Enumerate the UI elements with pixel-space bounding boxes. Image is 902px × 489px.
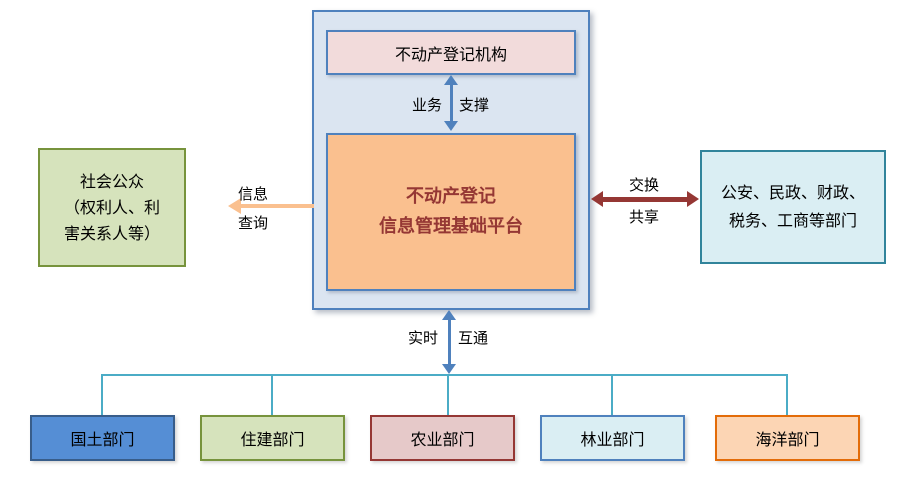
dept-box-land: 国土部门 [30,415,175,461]
dept-box-agriculture: 农业部门 [370,415,515,461]
dept-label-forestry: 林业部门 [580,430,645,449]
public-box: 社会公众 （权利人、利 害关系人等） [38,148,186,267]
dept-label-ocean: 海洋部门 [755,430,820,449]
query-label: 查询 [238,214,269,232]
dept-connector-drop-5 [786,374,788,416]
platform-title-line2: 信息管理基础平台 [379,216,523,237]
dept-connector-drop-2 [271,374,273,416]
info-query-arrow [240,204,314,208]
exchange-label: 交换 [629,176,660,194]
registry-org-box: 不动产登记机构 [326,30,576,75]
public-box-line3: 害关系人等） [63,223,160,243]
business-arrow-down-icon [444,121,458,131]
business-label: 业务 [412,96,443,114]
business-arrow-up-icon [444,75,458,85]
agencies-box: 公安、民政、财政、 税务、工商等部门 [700,150,886,264]
platform-title-line1: 不动产登记 [406,186,496,207]
realtime-label: 实时 [408,329,439,347]
platform-title: 不动产登记 信息管理基础平台 [379,182,523,242]
business-support-arrow [450,83,453,123]
agencies-box-line2: 税务、工商等部门 [728,211,857,230]
dept-label-land: 国土部门 [70,430,135,449]
public-box-line1: 社会公众 [79,171,144,191]
share-label: 共享 [629,208,660,226]
agencies-box-line1: 公安、民政、财政、 [720,183,865,202]
dept-box-housing: 住建部门 [200,415,345,461]
dept-connector-horizontal [101,374,788,376]
dept-label-agriculture: 农业部门 [410,430,475,449]
query-arrow-left-icon [228,198,241,214]
info-label: 信息 [238,185,269,203]
support-label: 支撑 [459,96,490,114]
interop-label: 互通 [458,329,489,347]
exchange-share-arrow [602,197,688,202]
realtime-arrow-up-icon [442,310,456,320]
exchange-arrow-right-icon [687,191,699,207]
exchange-arrow-left-icon [591,191,603,207]
platform-box: 不动产登记 信息管理基础平台 [326,133,576,291]
registry-org-label: 不动产登记机构 [394,44,507,64]
dept-connector-drop-4 [611,374,613,416]
public-box-line2: （权利人、利 [63,197,160,217]
agencies-box-text: 公安、民政、财政、 税务、工商等部门 [721,179,865,235]
dept-connector-drop-1 [101,374,103,416]
public-box-text: 社会公众 （权利人、利 害关系人等） [64,169,160,247]
realtime-arrow-down-icon [442,364,456,374]
dept-connector-drop-3 [447,374,449,416]
dept-box-ocean: 海洋部门 [715,415,860,461]
realtime-interop-arrow [448,318,451,366]
dept-label-housing: 住建部门 [240,430,305,449]
dept-box-forestry: 林业部门 [540,415,685,461]
